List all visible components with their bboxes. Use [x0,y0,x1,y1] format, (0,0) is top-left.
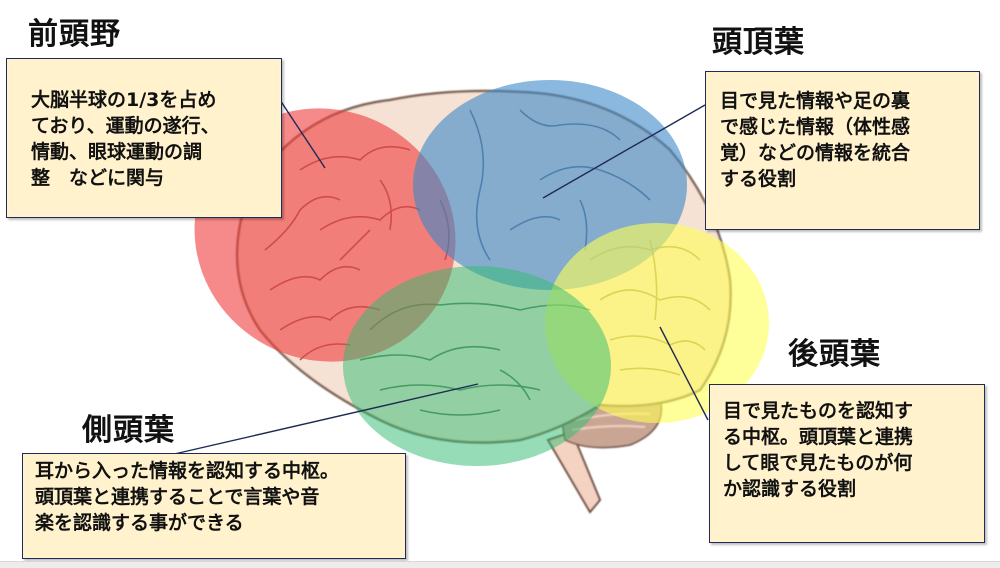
parietal-desc-line: 覚）などの情報を統合 [720,142,911,164]
frontal-leader [279,99,326,169]
occipital-desc-line: して眼で見たものが何 [723,452,913,474]
temporal-desc-line: 楽を認識する事ができる [35,512,244,534]
occipital-leader [659,326,709,421]
frontal-desc-line: 整 などに関与 [31,167,165,189]
temporal-desc-line: 頭頂葉と連携することで言葉や音 [35,486,320,508]
temporal-description-box: 耳から入った情報を認知する中枢。 頭頂葉と連携することで言葉や音 楽を認識する事… [22,453,406,559]
temporal-desc-line: 耳から入った情報を認知する中枢。 [35,460,340,482]
occipital-desc-line: 目で見たものを認知す [723,400,914,422]
bottom-divider [0,561,1000,568]
temporal-title: 側頭葉 [82,413,175,448]
temporal-leader [169,383,479,456]
frontal-desc-line: 大脳半球の1/3を占め [31,89,217,111]
parietal-desc-line: で感じた情報（体性感 [720,116,911,138]
leader-lines [169,99,709,456]
frontal-title: 前頭野 [28,17,121,52]
occipital-desc-line: る中枢。頭頂葉と連携 [723,426,914,448]
frontal-desc-line: ており、運動の遂行、 [31,115,220,137]
parietal-leader [542,104,706,199]
parietal-desc-line: 目で見た情報や足の裏 [720,90,911,112]
parietal-title: 頭頂葉 [712,25,805,60]
occipital-description-box: 目で見たものを認知す る中枢。頭頂葉と連携 して眼で見たものが何 か認識する役割 [709,384,985,543]
frontal-description-box: 大脳半球の1/3を占め ており、運動の遂行、 情動、眼球運動の調 整 などに関与 [6,58,282,218]
parietal-desc-line: する役割 [720,168,797,190]
temporal-lobe-highlight [343,266,611,466]
occipital-title: 後頭葉 [788,337,881,372]
frontal-desc-line: 情動、眼球運動の調 [31,141,203,163]
parietal-description-box: 目で見た情報や足の裏 で感じた情報（体性感 覚）などの情報を統合 する役割 [705,71,980,230]
occipital-desc-line: か認識する役割 [723,478,857,500]
